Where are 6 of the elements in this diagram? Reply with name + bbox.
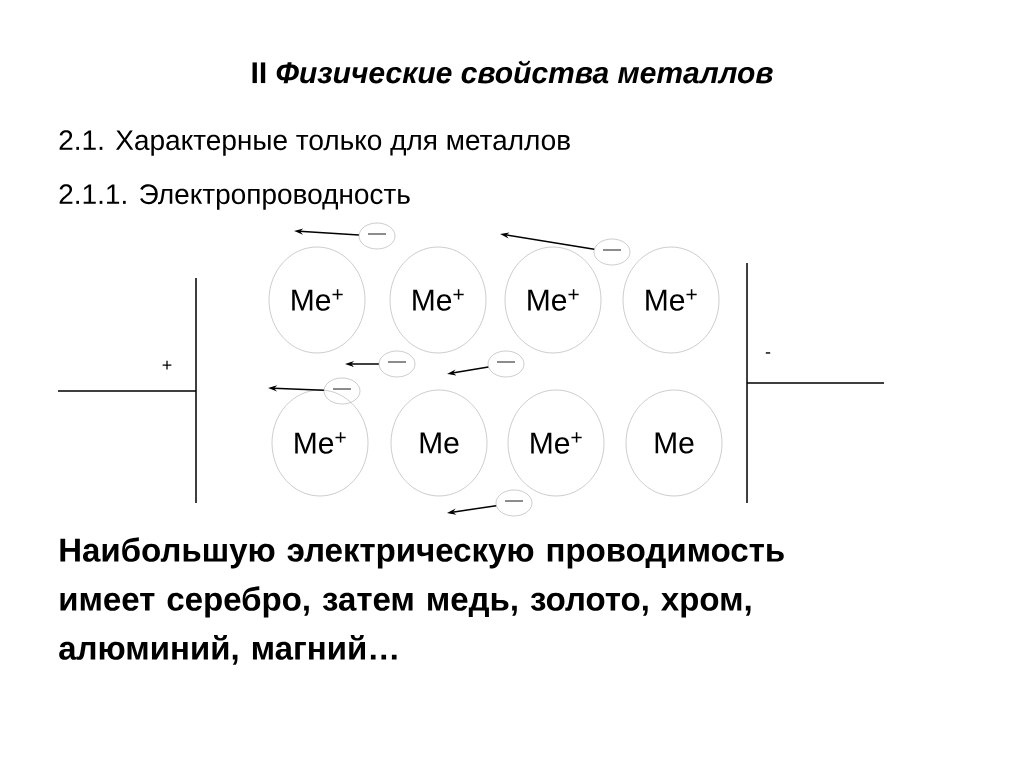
- heading: 2.1. Характерные только для металлов: [59, 130, 570, 156]
- paragraph: Наибольшую электрическую проводимость имеет серебро, затем медь, золото, хром, алюминий, магний…: [59, 537, 784, 665]
- polarity-sign: +: [162, 360, 172, 370]
- heading: 2.1.1. Электропроводность: [59, 184, 410, 210]
- title: II Физические свойства металлов: [252, 60, 773, 84]
- polarity-sign: -: [765, 352, 771, 354]
